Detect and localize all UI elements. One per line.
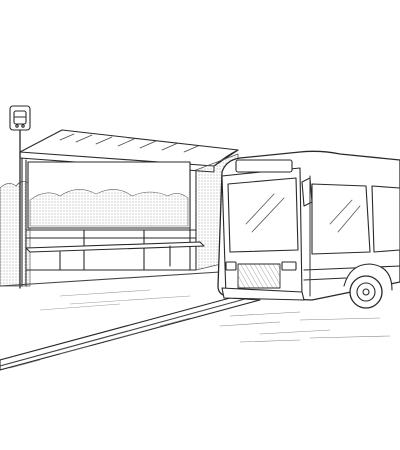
destination-sign — [235, 159, 293, 173]
bus-windshield — [227, 177, 299, 253]
road — [219, 311, 391, 343]
bus-stop-sign — [9, 105, 31, 289]
bus-wheel — [343, 263, 393, 309]
sidewalk — [0, 271, 221, 311]
headlight-left — [225, 261, 237, 271]
bench — [25, 241, 205, 271]
curb — [0, 297, 261, 371]
bus-side-window — [311, 183, 371, 255]
bus-grille — [237, 263, 281, 289]
shelter-structure — [21, 153, 239, 287]
bus-icon — [13, 110, 27, 128]
city-bus — [217, 150, 400, 309]
headlight-right — [281, 261, 297, 271]
sign-plate — [9, 105, 31, 131]
